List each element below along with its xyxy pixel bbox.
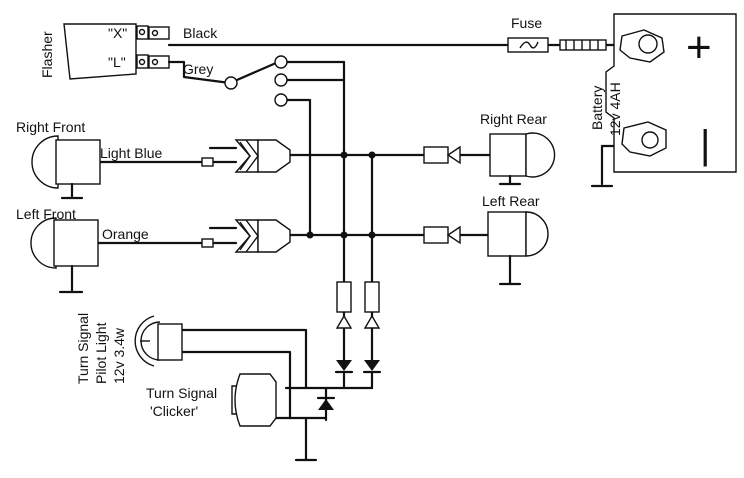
right-rear-connector <box>423 145 461 165</box>
light-blue-wire-label: Light Blue <box>100 145 162 161</box>
left-rear-connector <box>423 225 461 245</box>
pilot-light <box>134 315 183 367</box>
left-front-connector <box>234 219 291 253</box>
pilot-light-label-2: Pilot Light <box>93 322 109 384</box>
right-rear-lamp <box>489 132 556 186</box>
left-front-lamp <box>30 217 99 294</box>
right-front-label: Right Front <box>16 119 85 135</box>
right-rear-label: Right Rear <box>480 111 547 127</box>
battery-positive-symbol: + <box>686 23 712 72</box>
right-front-lamp <box>31 135 101 200</box>
right-front-bullet-connector <box>201 157 214 167</box>
flasher-label: Flasher <box>39 31 55 78</box>
left-front-bullet-connector <box>201 238 214 248</box>
battery-rating-label: 12v 4AH <box>607 82 623 136</box>
pilot-light-label: Turn Signal <box>75 313 91 384</box>
turn-signal-clicker <box>231 373 277 427</box>
left-rear-label: Left Rear <box>482 193 540 209</box>
flasher-terminal-l-label: "L" <box>108 54 126 70</box>
clicker-label-2: 'Clicker' <box>150 403 198 419</box>
diodes <box>316 360 382 410</box>
battery-negative-symbol: | <box>700 123 710 167</box>
left-rear-lamp <box>487 211 549 286</box>
battery-label: Battery <box>589 86 605 130</box>
black-wire-label: Black <box>183 25 218 41</box>
clicker-label: Turn Signal <box>146 385 217 401</box>
fuse <box>507 37 607 53</box>
flasher-unit <box>63 23 170 80</box>
flasher-terminal-x-label: "X" <box>108 25 127 41</box>
left-front-label: Left Front <box>16 206 76 222</box>
fuse-label: Fuse <box>511 15 542 31</box>
pilot-light-rating: 12v 3.4w <box>111 327 127 384</box>
wire-junctions <box>306 151 376 239</box>
indicator-feed-connectors <box>335 281 381 329</box>
grey-wire-label: Grey <box>183 61 213 77</box>
battery <box>605 13 737 173</box>
orange-wire-label: Orange <box>102 226 149 242</box>
turn-signal-switch <box>224 55 288 107</box>
right-front-connector <box>234 139 291 173</box>
